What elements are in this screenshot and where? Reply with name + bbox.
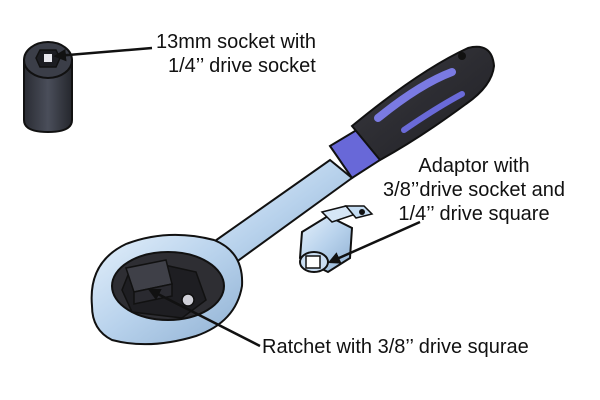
label-ratchet: Ratchet with 3/8’’ drive squrae — [262, 335, 529, 359]
arrow-socket — [53, 46, 153, 62]
adaptor — [298, 205, 374, 274]
label-adaptor-line1: Adaptor with — [418, 155, 530, 177]
arrow-ratchet — [147, 288, 261, 348]
label-socket: 13mm socket with 1/4’’ drive socket — [156, 30, 316, 78]
label-ratchet-line1: Ratchet with 3/8’’ drive squrae — [262, 336, 529, 358]
label-adaptor-line2: 3/8’’drive socket and — [383, 179, 565, 201]
label-socket-line1: 13mm socket with — [156, 31, 317, 53]
arrow-adaptor — [327, 220, 421, 264]
socket-13mm — [23, 41, 73, 134]
ratchet — [90, 45, 496, 346]
label-adaptor: Adaptor with 3/8’’drive socket and 1/4’’… — [368, 154, 580, 226]
label-socket-line2: 1/4’’ drive socket — [168, 55, 316, 77]
label-adaptor-line3: 1/4’’ drive square — [398, 203, 550, 225]
